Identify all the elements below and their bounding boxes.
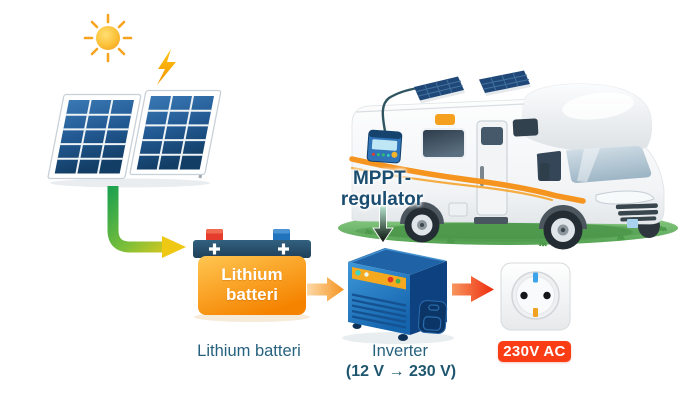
solar-wire <box>381 86 419 132</box>
solar-panel-left <box>47 93 142 180</box>
mppt-label-line1: MPPT- <box>352 168 412 189</box>
mppt-to-inverter-arrow <box>372 205 394 244</box>
overcab-window <box>512 118 539 137</box>
mppt-device-icon <box>366 129 403 164</box>
grass-tufts <box>365 226 667 247</box>
front-wheel <box>539 205 587 250</box>
battery-box-label-line1: Lithium <box>221 265 283 284</box>
inverter-conversion-caption: (12 V → 230 V) <box>345 363 457 380</box>
inverter-to-outlet-arrow <box>452 276 494 302</box>
mppt-regulator-label: MPPT- regulator <box>306 168 458 210</box>
motorhome-icon <box>338 70 678 250</box>
battery-box-label-line2: batteri <box>226 285 278 304</box>
power-outlet-icon <box>500 262 571 331</box>
roof-solar-panels <box>414 70 531 104</box>
battery-icon <box>193 229 311 322</box>
battery-caption: Lithium batteri <box>197 342 301 360</box>
solar-to-battery-arrow <box>107 186 186 258</box>
outlet-hole-left <box>520 291 528 300</box>
panel-ground-shadow <box>50 178 210 188</box>
solar-panels-icon <box>47 89 222 188</box>
roof-vent <box>435 114 455 125</box>
battery-box-label: Lithium batteri <box>199 257 305 313</box>
solar-panel-right <box>129 89 222 176</box>
rear-wheel <box>400 202 444 243</box>
storage-hatch <box>448 202 468 217</box>
rv-door <box>474 120 508 224</box>
inverter-pouch <box>417 300 448 334</box>
rv-cab <box>536 146 659 228</box>
inverter-icon <box>342 248 454 344</box>
inverter-vents <box>351 293 407 329</box>
battery-to-inverter-arrow <box>307 277 344 302</box>
mppt-label-line2: regulator <box>340 189 424 210</box>
lightning-icon <box>157 49 176 85</box>
outlet-voltage-badge-text: 230V AC <box>503 343 566 360</box>
side-window <box>421 128 466 159</box>
headlight <box>595 190 655 205</box>
side-stripe <box>349 156 586 204</box>
side-mirror <box>539 163 550 181</box>
sun-icon <box>83 13 133 63</box>
grille <box>615 203 659 222</box>
inverter-caption: Inverter <box>372 342 428 360</box>
windshield <box>566 146 652 183</box>
outlet-voltage-badge: 230V AC <box>498 341 571 362</box>
outlet-hole-right <box>543 291 551 300</box>
license-plate <box>627 219 638 228</box>
